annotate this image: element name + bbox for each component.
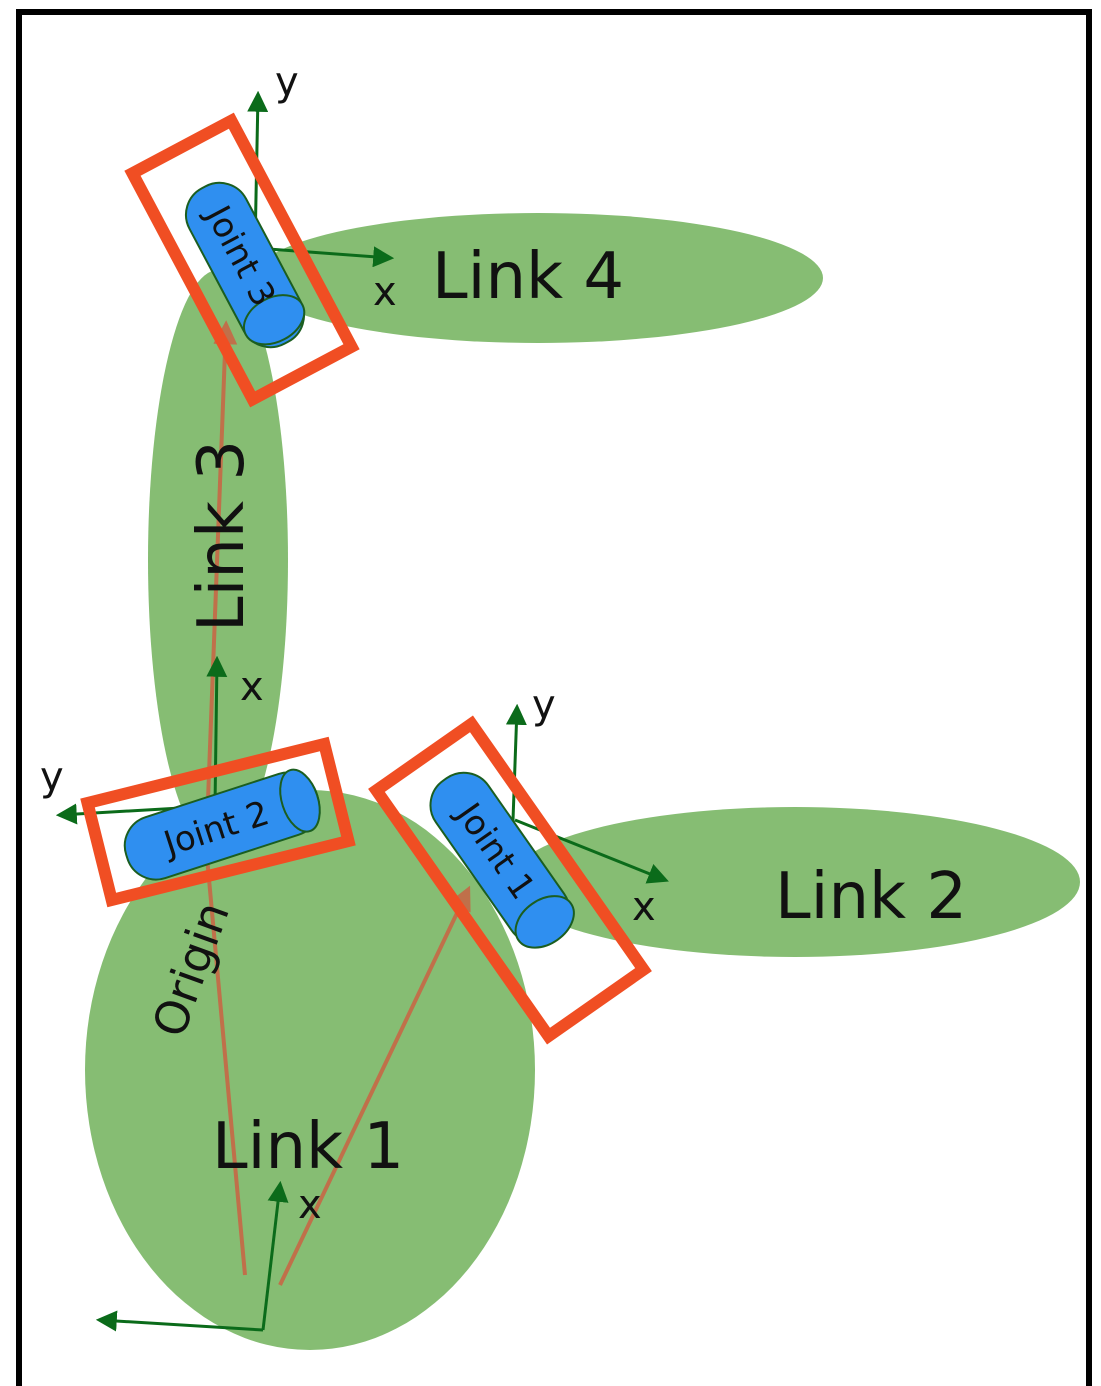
base-x-label: x <box>298 1182 322 1228</box>
joint3-x-label: x <box>373 269 397 315</box>
link-2-label: Link 2 <box>775 860 967 934</box>
joint3-x-axis <box>254 246 395 268</box>
vector-joint2-to-joint3 <box>206 320 238 801</box>
joint-2-cap <box>279 768 321 833</box>
joint-1-highlight-box <box>368 715 652 1045</box>
figure-frame <box>16 9 1092 1386</box>
vector-origin-to-joint2 <box>194 830 247 1276</box>
joint-3-highlight-box <box>124 112 360 408</box>
joint2-y-label: y <box>40 754 64 800</box>
joint2-x-label: x <box>240 664 264 710</box>
joint2-x-axis <box>206 655 228 807</box>
base-frame <box>95 1180 289 1332</box>
joint1-y-label: y <box>532 682 556 728</box>
joint-3-cap <box>243 294 306 346</box>
joint-3-highlight <box>124 112 360 408</box>
joint3-y-label: y <box>275 59 299 105</box>
link-1-shape <box>85 790 535 1350</box>
joint-1-highlight <box>368 715 652 1045</box>
link-3-label: Link 3 <box>185 440 259 632</box>
joint-1: Joint 1 <box>429 771 575 949</box>
link-1-label: Link 1 <box>212 1110 404 1184</box>
link-4-label: Link 4 <box>432 240 624 314</box>
base-y-axis <box>95 1310 264 1332</box>
base-x-axis <box>261 1180 289 1331</box>
joint-2-highlight <box>80 736 356 908</box>
joint-2-highlight-box <box>80 736 356 908</box>
link-4-shape <box>253 213 823 343</box>
joint1-x-label: x <box>632 884 656 930</box>
vector-origin-to-joint1 <box>278 885 471 1286</box>
joint-1-cap <box>514 895 575 949</box>
link-2-shape <box>510 807 1080 957</box>
